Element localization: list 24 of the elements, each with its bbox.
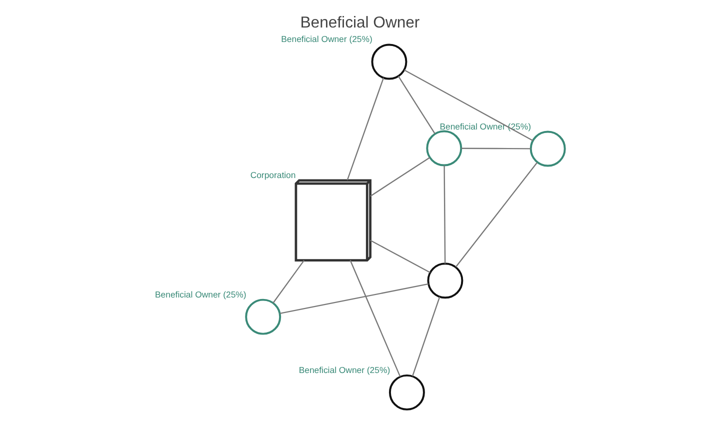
node-label: Corporation: [250, 170, 296, 180]
diagram-title: Beneficial Owner: [300, 14, 420, 32]
node-label: Beneficial Owner (25%): [440, 121, 531, 132]
connector: [455, 162, 538, 268]
connector: [272, 260, 305, 304]
connector: [404, 69, 534, 142]
connector: [346, 78, 384, 180]
connector: [398, 76, 436, 134]
node-label: Beneficial Owner (25%): [281, 34, 372, 44]
node-circle: [371, 44, 408, 80]
node-circle: [426, 130, 462, 166]
connector: [412, 296, 440, 376]
node-label: Beneficial Owner (25%): [298, 364, 390, 375]
connector: [370, 157, 430, 197]
node-circle: [427, 262, 464, 299]
connector: [461, 148, 531, 150]
connector: [444, 165, 446, 264]
node-circle: [245, 298, 282, 335]
connector: [350, 260, 401, 377]
node-label: Beneficial Owner (25%): [155, 289, 246, 300]
node-circle: [388, 374, 425, 410]
connector: [280, 283, 429, 314]
connector: [370, 240, 430, 274]
node-circle: [530, 130, 566, 167]
